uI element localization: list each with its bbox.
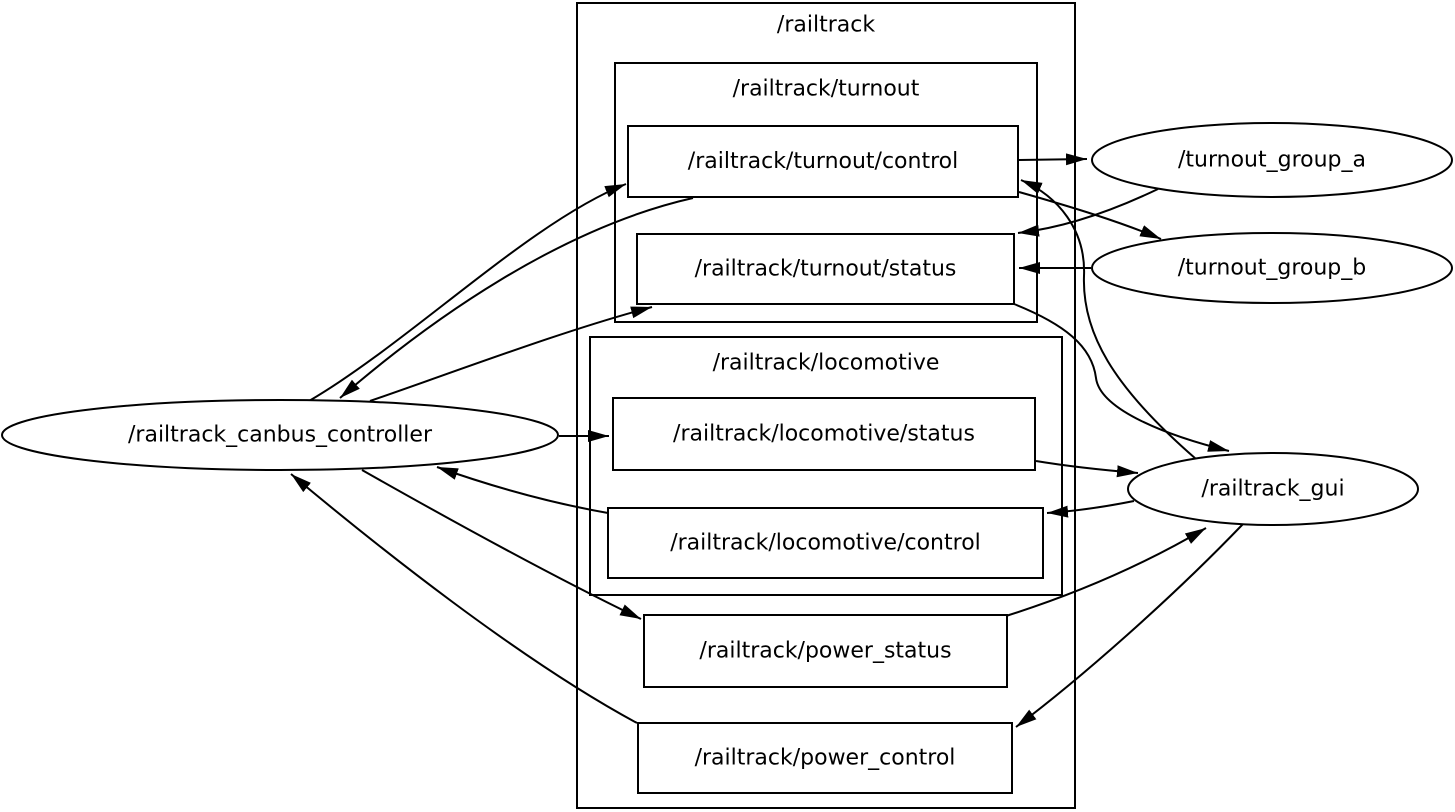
cluster-railtrack: [576, 2, 1076, 809]
edge-turnout_group_a-to-turnout_status: [1017, 188, 1159, 237]
topic-box-turnout_status: [636, 233, 1015, 305]
edge-railtrack_gui-to-locomotive_control: [1046, 500, 1135, 518]
edge-railtrack_canbus_controller-to-power_status: [361, 469, 642, 620]
cluster-locomotive: [589, 336, 1063, 596]
topic-turnout_status-label: /railtrack/turnout/status: [695, 257, 957, 282]
topic-locomotive_status-label: /railtrack/locomotive/status: [673, 422, 975, 447]
node-turnout_group_a-label: /turnout_group_a: [1178, 148, 1366, 173]
topic-box-locomotive_status: [612, 397, 1036, 471]
topic-box-power_control: [637, 722, 1013, 794]
topic-box-turnout_control: [627, 125, 1019, 198]
edge-power_status-to-railtrack_gui: [1005, 527, 1207, 617]
node-ellipse-turnout_group_a: [1091, 122, 1453, 198]
topic-box-locomotive_control: [607, 507, 1044, 579]
edge-railtrack_gui-to-power_control: [1015, 523, 1244, 728]
node-railtrack_gui-label: /railtrack_gui: [1201, 477, 1344, 502]
cluster-turnout-label: /railtrack/turnout: [733, 77, 920, 102]
topic-turnout_control-label: /railtrack/turnout/control: [688, 149, 958, 174]
topic-power_status-label: /railtrack/power_status: [699, 639, 951, 664]
edge-railtrack_gui-to-turnout_control: [1020, 179, 1197, 460]
node-ellipse-turnout_group_b: [1091, 232, 1453, 304]
edge-railtrack_canbus_controller-to-turnout_control: [308, 183, 627, 402]
edge-turnout_control-to-railtrack_canbus_controller: [339, 197, 694, 399]
edge-locomotive_control-to-railtrack_canbus_controller: [436, 466, 609, 514]
node-turnout_group_b-label: /turnout_group_b: [1178, 256, 1366, 281]
topic-box-power_status: [643, 614, 1008, 688]
node-ellipse-railtrack_gui: [1127, 452, 1419, 526]
edge-turnout_control-to-turnout_group_a: [1018, 153, 1088, 166]
topic-locomotive_control-label: /railtrack/locomotive/control: [670, 531, 981, 556]
node-railtrack_canbus_controller-label: /railtrack_canbus_controller: [128, 423, 433, 448]
topic-power_control-label: /railtrack/power_control: [695, 746, 956, 771]
edge-turnout_status-to-railtrack_gui: [1013, 303, 1230, 452]
edge-locomotive_status-to-railtrack_gui: [1035, 460, 1139, 478]
cluster-locomotive-label: /railtrack/locomotive: [713, 351, 940, 376]
node-ellipse-railtrack_canbus_controller: [1, 399, 559, 471]
edge-railtrack_canbus_controller-to-turnout_status: [369, 306, 653, 402]
cluster-railtrack-label: /railtrack: [777, 13, 875, 38]
edge-power_control-to-railtrack_canbus_controller: [290, 473, 638, 724]
